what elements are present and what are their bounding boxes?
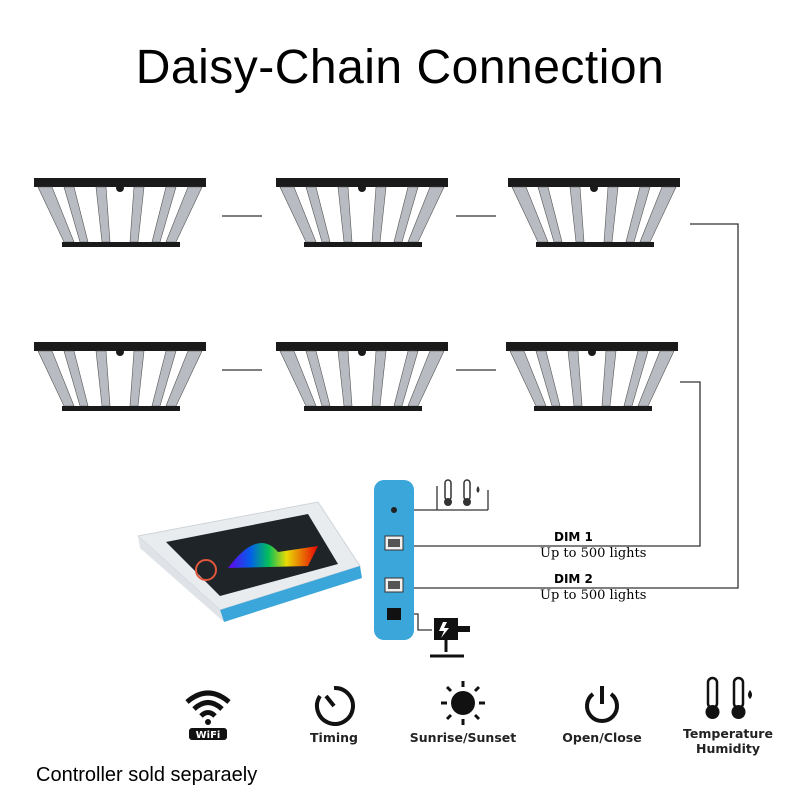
feature-open-close: Open/Close [556,684,648,745]
grow-light-1 [34,176,206,250]
feature-timing: Timing [300,684,368,745]
grow-light-6 [506,340,678,414]
feature-wifi: WiFi [180,684,236,744]
grow-light-2 [276,176,448,250]
grow-light-fixture [506,342,678,411]
power-icon [585,686,619,723]
wifi-icon: WiFi [185,690,231,740]
dim2-capacity: Up to 500 lights [540,588,647,603]
dim1-label: DIM 1 [554,530,593,544]
temp-humidity-sensor-icon [444,479,480,506]
feature-label-timing: Timing [310,730,358,745]
grow-light-fixture [34,178,206,247]
power-adapter-icon [430,618,470,658]
feature-sunrise-sunset: Sunrise/Sunset [404,680,522,745]
grow-light-5 [276,340,448,414]
page-title: Daisy-Chain Connection [135,41,665,94]
grow-light-fixture [34,342,206,411]
grow-light-fixture [276,178,448,247]
grow-light-4 [34,340,206,414]
dim2-label: DIM 2 [554,572,593,586]
timer-icon [314,685,355,726]
grow-light-fixture [508,178,680,247]
sun-icon [441,681,485,725]
feature-label-sunrise-sunset: Sunrise/Sunset [409,730,517,745]
feature-label-humidity: Humidity [695,741,761,756]
grow-light-3 [508,176,680,250]
grow-light-fixture [276,342,448,411]
wifi-badge-text: WiFi [196,730,221,740]
feature-temperature-humidity: Temperature Humidity [676,674,780,756]
thermometer-icon [705,676,752,719]
controller-tablet [128,488,368,633]
feature-label-open-close: Open/Close [562,730,642,745]
feature-label-temperature: Temperature [683,726,773,741]
footnote: Controller sold separaely [36,764,258,786]
dim1-capacity: Up to 500 lights [540,546,647,561]
controller-ports-panel [372,478,422,649]
